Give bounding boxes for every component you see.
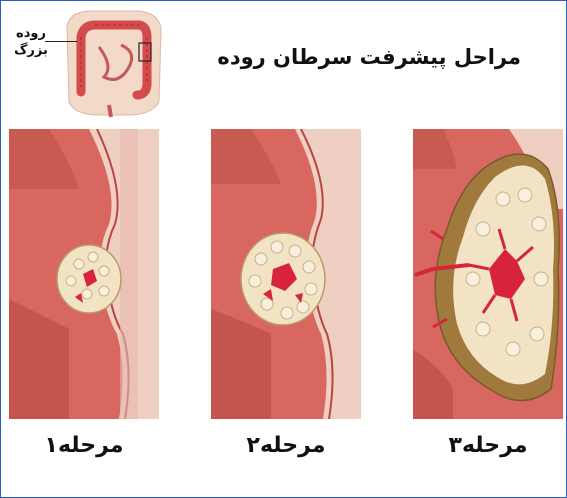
colon-label-line1: روده — [7, 25, 55, 42]
stage2-tumor — [241, 233, 325, 325]
stage1-tumor — [57, 245, 121, 313]
stage2-label: مرحله۲ — [211, 433, 361, 458]
stage2-illustration — [211, 129, 361, 419]
colon-label: روده بزرگ — [7, 25, 55, 59]
colon-illustration — [59, 7, 169, 119]
colon-label-line2: بزرگ — [7, 42, 55, 59]
stage3-label: مرحله۳ — [413, 433, 563, 458]
stage3-illustration — [413, 129, 563, 419]
diagram-title: مراحل پیشرفت سرطان روده — [201, 45, 521, 85]
stage1-label: مرحله۱ — [9, 433, 159, 458]
stage1-illustration — [9, 129, 159, 419]
